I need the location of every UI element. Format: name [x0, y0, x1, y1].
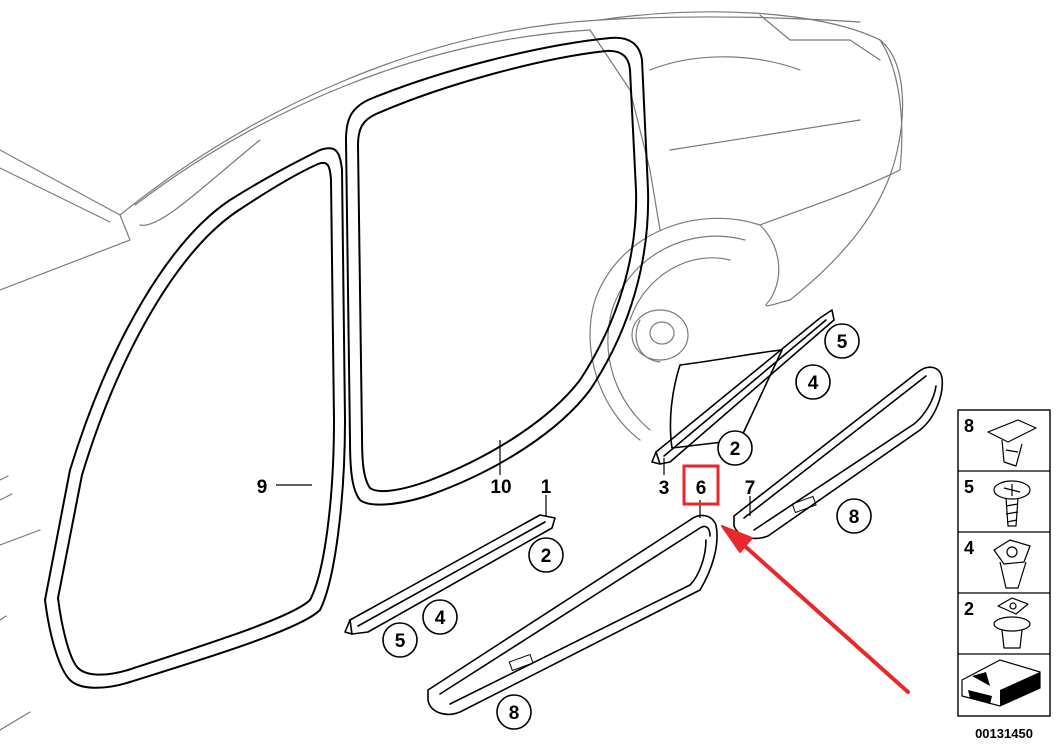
legend-number-8: 8 [964, 416, 974, 436]
callout-10: 10 [490, 477, 511, 498]
callout-circle [836, 498, 872, 534]
callout-2-rear: 2 [730, 439, 741, 460]
orientation-arrow-icon [961, 659, 1041, 707]
legend-number-2: 2 [964, 599, 974, 619]
clip-icon [987, 419, 1037, 467]
fastener-legend: 8 5 4 2 [957, 409, 1051, 717]
callout-4-rear: 4 [808, 373, 819, 394]
callouts: 9 10 1 2 4 5 8 3 6 7 2 4 5 8 [257, 323, 872, 730]
callout-8-rear: 8 [849, 507, 860, 528]
callout-6: 6 [696, 478, 707, 499]
callout-7: 7 [745, 478, 756, 499]
front-entrance-panel [427, 514, 718, 716]
callout-2-front: 2 [541, 546, 552, 567]
callout-8-front: 8 [509, 703, 520, 724]
rear-door-seal [345, 36, 650, 506]
callout-9: 9 [257, 477, 268, 498]
callout-5-rear: 5 [837, 332, 848, 353]
leader-lines [276, 440, 751, 518]
legend-number-4: 4 [964, 538, 974, 558]
legend-number-5: 5 [964, 477, 974, 497]
callout-circle [382, 622, 418, 658]
callout-circle [824, 323, 860, 359]
diagram-id: 00131450 [975, 726, 1033, 741]
front-door-seal [44, 147, 346, 689]
callout-3: 3 [659, 478, 670, 499]
nut-icon [993, 539, 1031, 589]
callout-1: 1 [541, 477, 552, 498]
red-pointer-arrow [721, 525, 910, 694]
rivet-icon [993, 597, 1031, 649]
callout-circle [795, 364, 831, 400]
callout-circle [717, 430, 753, 466]
callout-5-front: 5 [395, 631, 406, 652]
callout-circle [422, 599, 458, 635]
car-body-outline [0, 11, 904, 731]
rear-wheel-trim [669, 349, 783, 449]
callout-circle [496, 694, 532, 730]
front-sill-strip [344, 514, 556, 635]
screw-icon [993, 480, 1031, 527]
callout-4-front: 4 [435, 608, 446, 629]
rear-sill-strip [651, 309, 835, 465]
callout-circle [528, 537, 564, 573]
callout-6-highlight-box [682, 464, 720, 506]
